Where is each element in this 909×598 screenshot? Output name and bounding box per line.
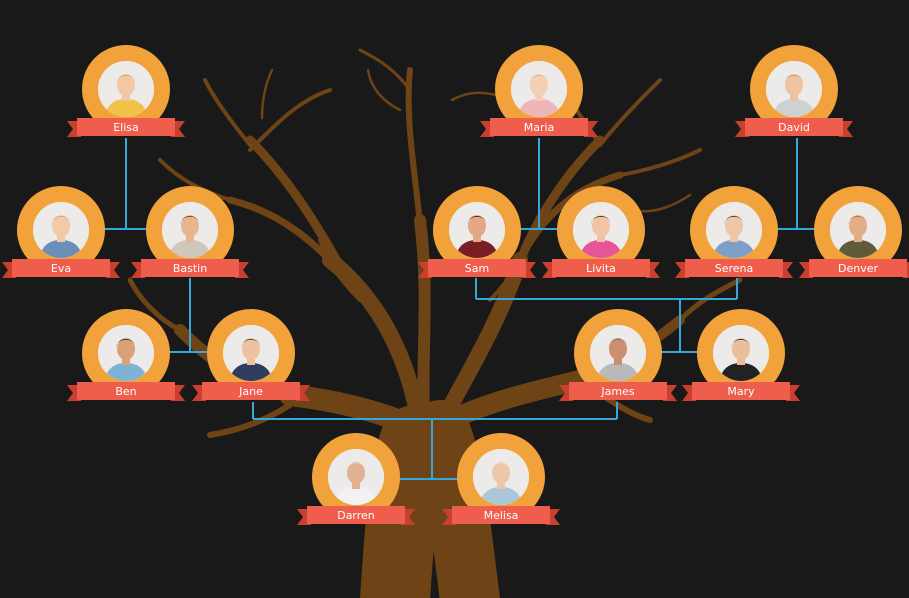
person-node-james[interactable]: James bbox=[559, 309, 677, 409]
avatar-ring bbox=[697, 309, 785, 397]
person-node-denver[interactable]: Denver bbox=[799, 186, 909, 286]
person-name-label: Jane bbox=[239, 385, 263, 398]
portrait-young-woman-glasses-icon bbox=[98, 61, 154, 117]
person-name-label: Elisa bbox=[113, 121, 139, 134]
name-ribbon: Livita bbox=[542, 258, 660, 280]
avatar-ring bbox=[495, 45, 583, 133]
avatar-ring bbox=[557, 186, 645, 274]
name-ribbon: Elisa bbox=[67, 117, 185, 139]
name-ribbon: Jane bbox=[192, 381, 310, 403]
name-ribbon: David bbox=[735, 117, 853, 139]
person-name-label: Mary bbox=[727, 385, 755, 398]
portrait-woman-glasses-icon bbox=[706, 202, 762, 258]
avatar-ring bbox=[457, 433, 545, 521]
person-name-label: Denver bbox=[837, 262, 878, 275]
person-node-melisa[interactable]: Melisa bbox=[442, 433, 560, 533]
portrait-young-woman-icon bbox=[511, 61, 567, 117]
portrait-elderly-man-icon bbox=[328, 449, 384, 505]
portrait-bearded-man-icon bbox=[830, 202, 886, 258]
portrait-woman-blazer-icon bbox=[223, 325, 279, 381]
person-node-david[interactable]: David bbox=[735, 45, 853, 145]
portrait-young-man-icon bbox=[766, 61, 822, 117]
person-name-label: Eva bbox=[50, 262, 72, 275]
person-name-label: Darren bbox=[337, 509, 375, 522]
person-name-label: Maria bbox=[523, 121, 555, 134]
portrait-man-beard-icon bbox=[98, 325, 154, 381]
person-name-label: Ben bbox=[115, 385, 137, 398]
name-ribbon: Denver bbox=[799, 258, 909, 280]
name-ribbon: Melisa bbox=[442, 505, 560, 527]
avatar-ring bbox=[433, 186, 521, 274]
person-node-maria[interactable]: Maria bbox=[480, 45, 598, 145]
portrait-woman-pink-top-icon bbox=[573, 202, 629, 258]
person-node-darren[interactable]: Darren bbox=[297, 433, 415, 533]
person-name-label: Sam bbox=[464, 262, 490, 275]
portrait-woman-black-top-icon bbox=[713, 325, 769, 381]
person-node-jane[interactable]: Jane bbox=[192, 309, 310, 409]
person-name-label: Livita bbox=[586, 262, 616, 275]
person-node-serena[interactable]: Serena bbox=[675, 186, 793, 286]
person-node-bastin[interactable]: Bastin bbox=[131, 186, 249, 286]
name-ribbon: Mary bbox=[682, 381, 800, 403]
person-name-label: Melisa bbox=[483, 509, 519, 522]
name-ribbon: Darren bbox=[297, 505, 415, 527]
person-node-livita[interactable]: Livita bbox=[542, 186, 660, 286]
avatar-ring bbox=[17, 186, 105, 274]
name-ribbon: Serena bbox=[675, 258, 793, 280]
person-name-label: Bastin bbox=[172, 262, 208, 275]
person-node-sam[interactable]: Sam bbox=[418, 186, 536, 286]
name-ribbon: Ben bbox=[67, 381, 185, 403]
portrait-man-smiling-icon bbox=[162, 202, 218, 258]
person-name-label: Serena bbox=[714, 262, 754, 275]
person-node-elisa[interactable]: Elisa bbox=[67, 45, 185, 145]
person-node-eva[interactable]: Eva bbox=[2, 186, 120, 286]
name-ribbon: Bastin bbox=[131, 258, 249, 280]
portrait-elderly-woman-icon bbox=[473, 449, 529, 505]
portrait-man-curly-hair-icon bbox=[449, 202, 505, 258]
portrait-bald-man-icon bbox=[590, 325, 646, 381]
person-name-label: James bbox=[601, 385, 635, 398]
name-ribbon: Eva bbox=[2, 258, 120, 280]
person-name-label: David bbox=[778, 121, 810, 134]
portrait-woman-denim-icon bbox=[33, 202, 89, 258]
person-node-ben[interactable]: Ben bbox=[67, 309, 185, 409]
avatar-ring bbox=[82, 309, 170, 397]
person-node-mary[interactable]: Mary bbox=[682, 309, 800, 409]
name-ribbon: Sam bbox=[418, 258, 536, 280]
name-ribbon: James bbox=[559, 381, 677, 403]
name-ribbon: Maria bbox=[480, 117, 598, 139]
